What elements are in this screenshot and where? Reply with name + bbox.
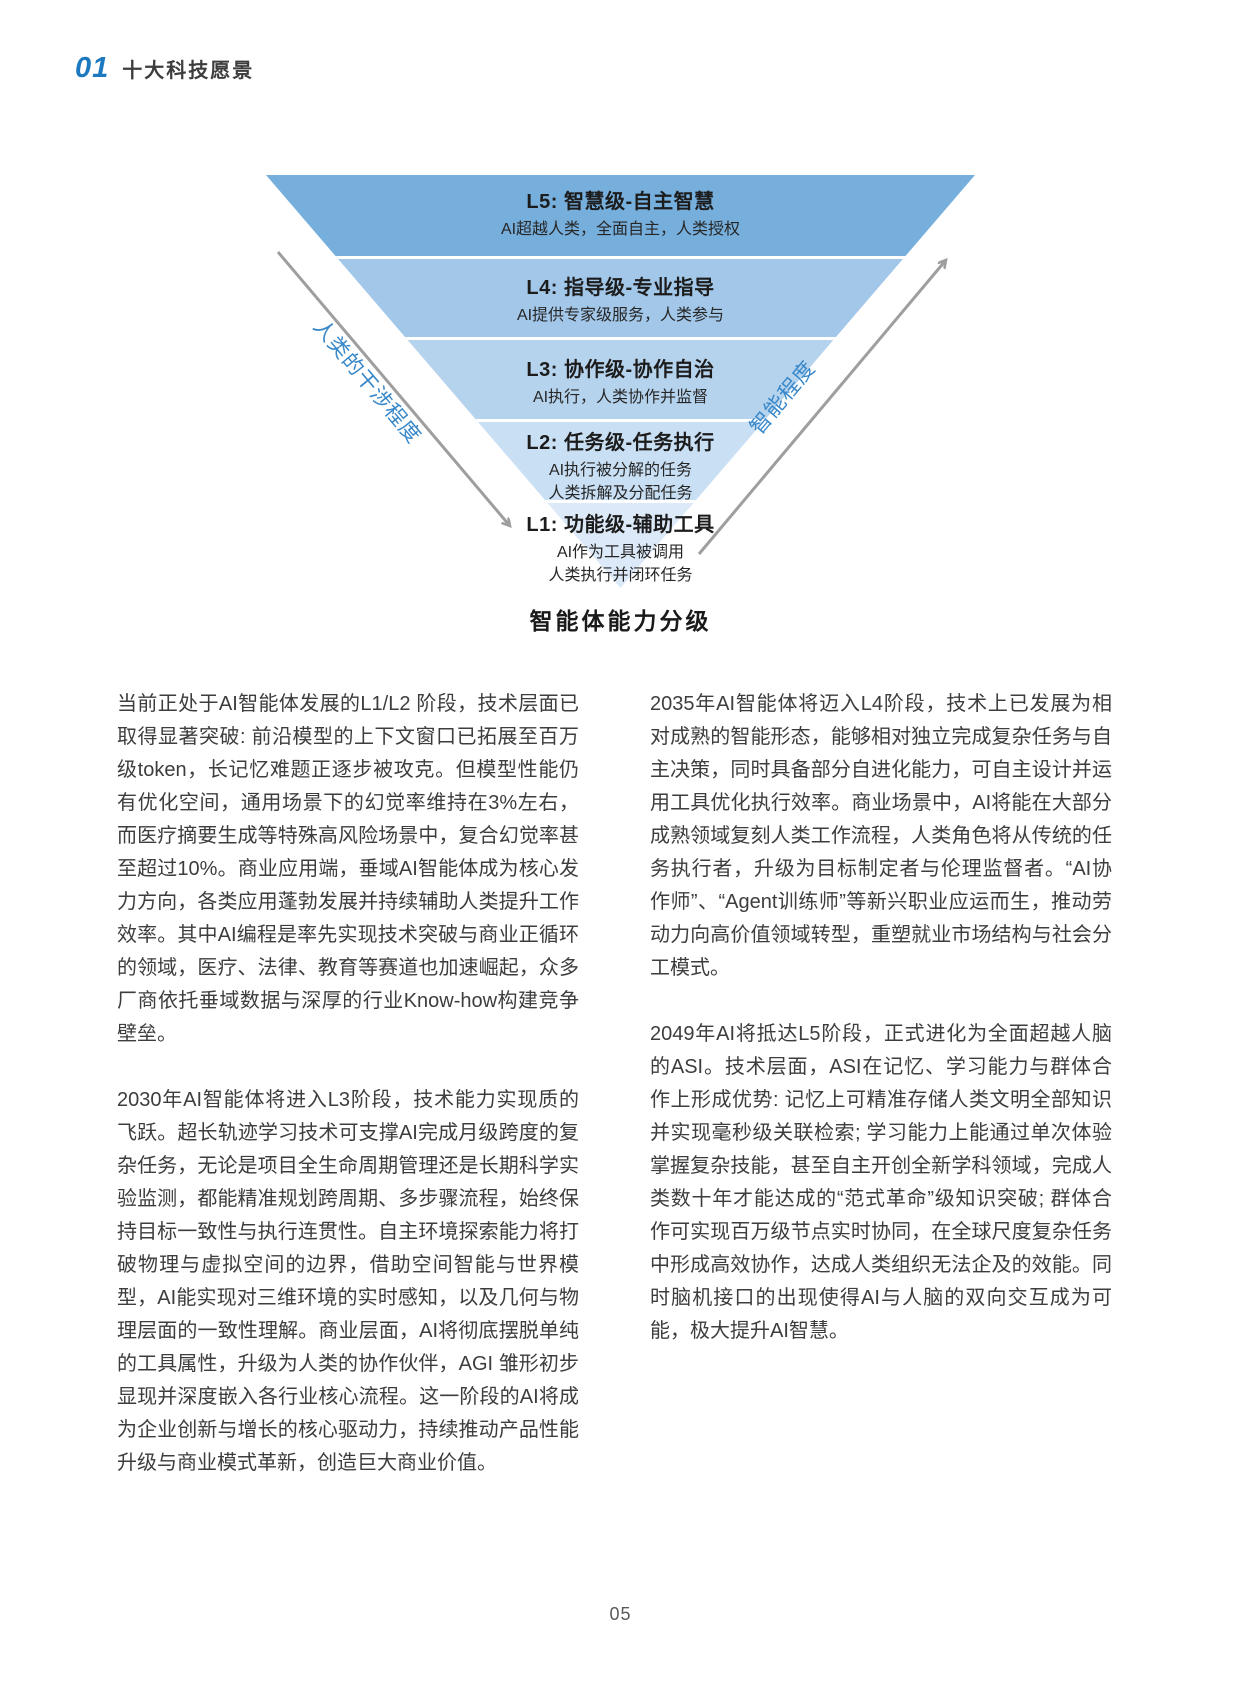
body-column-right: 2035年AI智能体将迈入L4阶段，技术上已发展为相对成熟的智能形态，能够相对独… xyxy=(650,688,1112,1381)
level-l4-title: L4: 指导级-专业指导 xyxy=(526,277,715,299)
chapter-number: 01 xyxy=(75,52,110,84)
paragraph-2030-l3: 2030年AI智能体将进入L3阶段，技术能力实现质的飞跃。超长轨迹学习技术可支撑… xyxy=(117,1089,579,1474)
level-l1-title: L1: 功能级-辅助工具 xyxy=(526,514,715,536)
chapter-title: 十大科技愿景 xyxy=(122,60,255,82)
diagram-caption: 智能体能力分级 xyxy=(529,608,712,634)
level-l3-desc: AI执行，人类协作并监督 xyxy=(532,389,709,406)
level-l5: L5: 智慧级-自主智慧 AI超越人类，全面自主，人类授权 xyxy=(266,189,975,241)
level-l5-desc: AI超越人类，全面自主，人类授权 xyxy=(500,221,741,238)
level-l2: L2: 任务级-任务执行 AI执行被分解的任务 人类拆解及分配任务 xyxy=(266,430,975,505)
level-l2-desc-2: 人类拆解及分配任务 xyxy=(548,485,693,502)
paragraph-2035-l4: 2035年AI智能体将迈入L4阶段，技术上已发展为相对成熟的智能形态，能够相对独… xyxy=(650,693,1112,979)
level-l4-desc: AI提供专家级服务，人类参与 xyxy=(516,307,725,324)
pyramid-band-l5 xyxy=(266,175,975,259)
level-l2-desc-1: AI执行被分解的任务 xyxy=(548,462,693,479)
pyramid-labels: L5: 智慧级-自主智慧 AI超越人类，全面自主，人类授权 L4: 指导级-专业… xyxy=(266,175,975,588)
level-l4: L4: 指导级-专业指导 AI提供专家级服务，人类参与 xyxy=(266,275,975,327)
level-l1-desc-1: AI作为工具被调用 xyxy=(556,544,685,561)
page-number: 05 xyxy=(609,1604,632,1624)
paragraph-current-l1l2: 当前正处于AI智能体发展的L1/L2 阶段，技术层面已取得显著突破: 前沿模型的… xyxy=(117,693,579,1045)
level-l1-desc-2: 人类执行并闭环任务 xyxy=(548,567,693,584)
level-l3-title: L3: 协作级-协作自治 xyxy=(526,359,715,381)
agent-capability-pyramid: L5: 智慧级-自主智慧 AI超越人类，全面自主，人类授权 L4: 指导级-专业… xyxy=(266,175,975,588)
page-header: 01 十大科技愿景 xyxy=(75,52,254,85)
level-l5-title: L5: 智慧级-自主智慧 xyxy=(526,191,715,213)
paragraph-2049-l5: 2049年AI将抵达L5阶段，正式进化为全面超越人脑的ASI。技术层面，ASI在… xyxy=(650,1023,1112,1342)
level-l1: L1: 功能级-辅助工具 AI作为工具被调用 人类执行并闭环任务 xyxy=(266,512,975,587)
body-column-left: 当前正处于AI智能体发展的L1/L2 阶段，技术层面已取得显著突破: 前沿模型的… xyxy=(117,688,579,1513)
level-l2-title: L2: 任务级-任务执行 xyxy=(526,432,715,454)
level-l3: L3: 协作级-协作自治 AI执行，人类协作并监督 xyxy=(266,357,975,409)
